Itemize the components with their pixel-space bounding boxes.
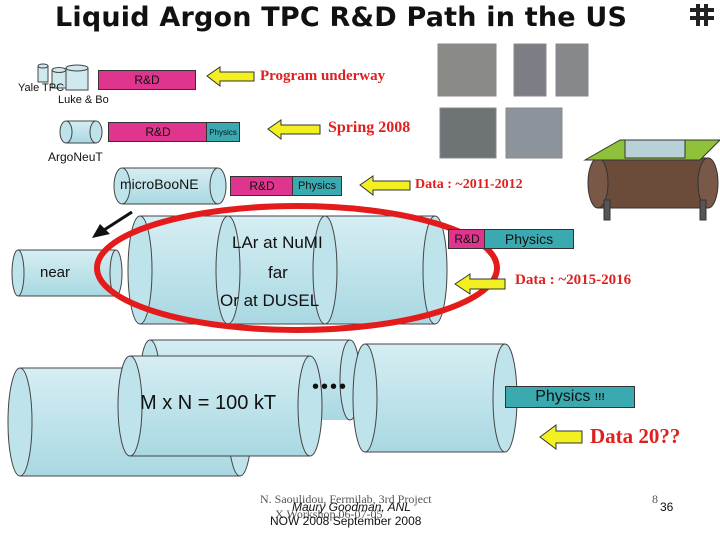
yale-tpc-cylinders	[37, 63, 89, 91]
footer-page-under: 8	[652, 492, 658, 506]
footer-under-line2: X Workshop 06-07-05	[275, 507, 383, 521]
lar-status: Data : ~2015-2016	[515, 272, 632, 288]
microboone-cylinder	[113, 167, 227, 205]
lar-line2: far	[268, 263, 288, 282]
luke-bo-label: Luke & Bo	[58, 94, 109, 106]
footer-under-line1: N. Saoulidou, Fermilab, 3rd Project	[260, 492, 432, 506]
footer-event: NOW 2008 September 2008	[270, 514, 422, 528]
argoneut-cylinder	[59, 120, 103, 144]
near-label: near	[40, 264, 71, 281]
footer-author: Maury Goodman, ANL	[292, 500, 411, 514]
yale-rd-box: R&D	[98, 70, 196, 90]
microboone-status: Data : ~2011-2012	[415, 177, 523, 192]
yale-tpc-label: Yale TPC	[18, 82, 65, 94]
microboone-physics-box: Physics	[292, 176, 342, 196]
big-label: M x N = 100 kT	[140, 392, 277, 414]
lar-rd-box: R&D	[448, 229, 486, 249]
argoneut-label: ArgoNeuT	[48, 150, 103, 164]
argoneut-physics-box: Physics	[206, 122, 240, 142]
microboone-label: microBooNE	[120, 176, 199, 192]
lar-line3: Or at DUSEL	[220, 291, 320, 310]
lar-physics-box: Physics	[484, 229, 574, 249]
cryostat-tank-icon	[583, 139, 720, 221]
big-physics-suffix: !!!	[594, 391, 605, 403]
big-cylinders-left	[7, 339, 361, 477]
big-physics-box: Physics !!!	[505, 386, 635, 408]
diagonal-arrow-icon	[92, 210, 133, 238]
yale-status: Program underway	[260, 68, 386, 84]
photo-thumbnails	[437, 43, 589, 159]
argoneut-rd-box: R&D	[108, 122, 208, 142]
fermilab-logo-icon	[690, 4, 714, 26]
big-cylinder-right	[352, 343, 518, 453]
big-physics-label: Physics	[535, 388, 591, 405]
big-status: Data 20??	[590, 424, 681, 448]
page-title: Liquid Argon TPC R&D Path in the US	[55, 2, 628, 33]
footer-page-number: 36	[660, 500, 674, 514]
arrow-left-icon	[206, 66, 583, 450]
microboone-rd-box: R&D	[230, 176, 294, 196]
lar-far-cylinders	[127, 215, 448, 325]
argoneut-status: Spring 2008	[328, 119, 411, 136]
continuation-dots: ••••	[312, 376, 349, 398]
lar-line1: LAr at NuMI	[232, 233, 323, 252]
highlight-oval	[94, 203, 500, 333]
